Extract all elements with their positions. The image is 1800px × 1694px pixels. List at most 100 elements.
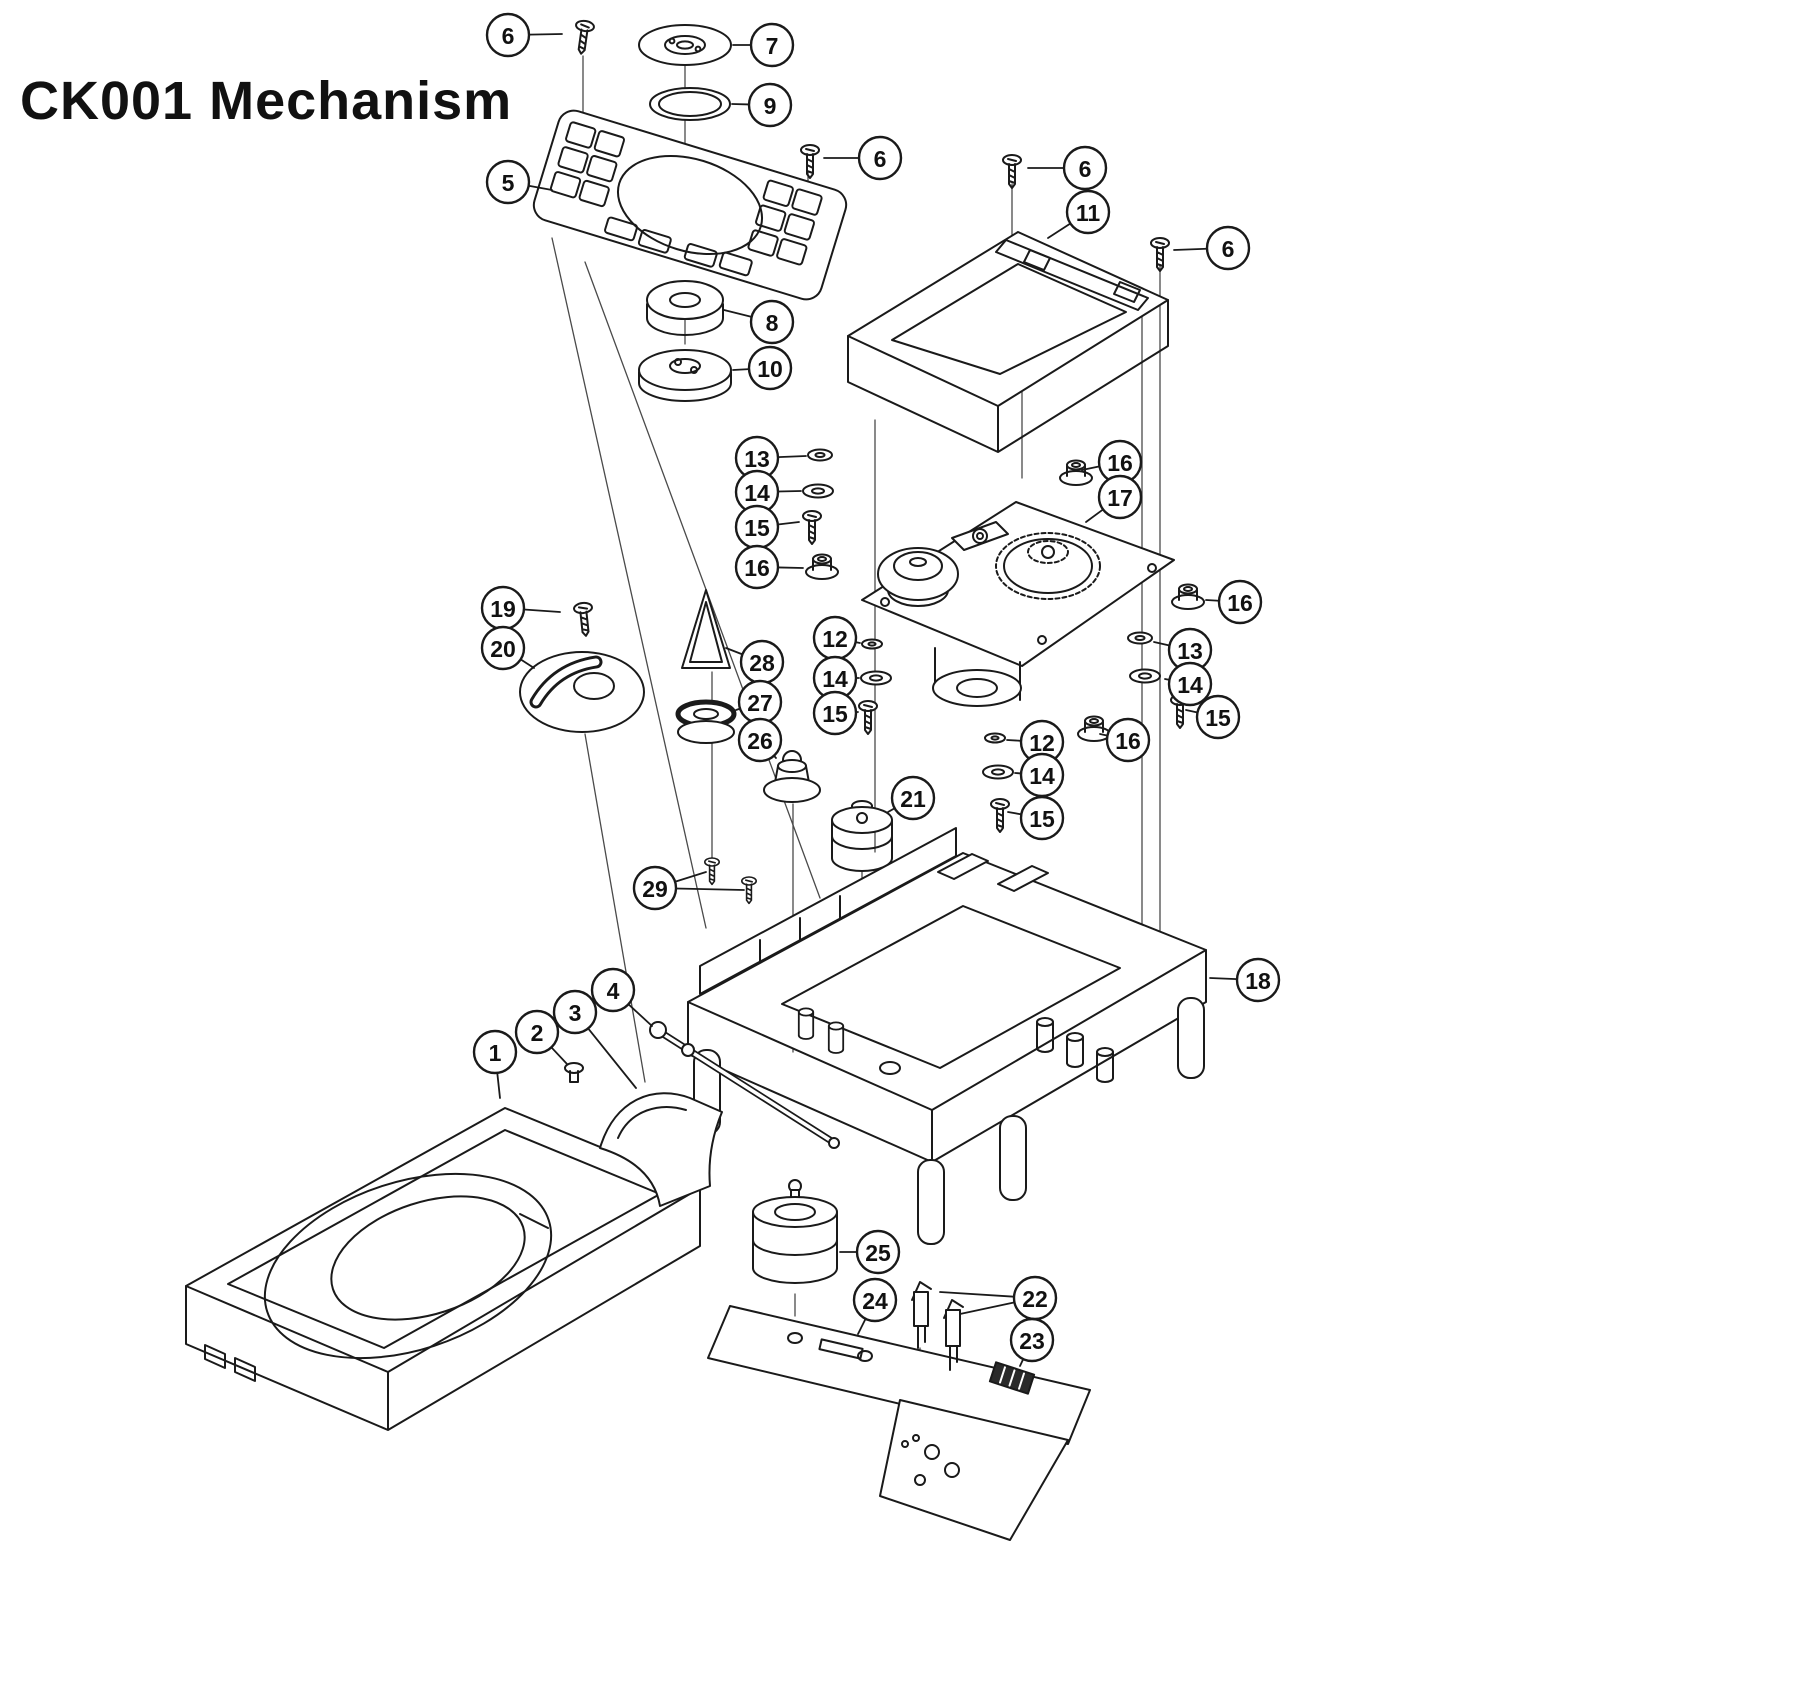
callout-18-34: 18	[1209, 957, 1281, 1003]
callout-circle	[857, 135, 903, 181]
callout-number: 14	[822, 666, 848, 692]
callout-leader-line	[519, 658, 535, 669]
callout-leader-line	[675, 887, 745, 891]
callout-number: 15	[1029, 806, 1055, 832]
callout-15-26: 15	[1185, 694, 1241, 740]
callout-14-30: 14	[1014, 752, 1065, 798]
part-washer-stack	[675, 699, 737, 744]
callout-number: 3	[569, 1000, 582, 1026]
callout-number: 6	[1222, 236, 1235, 262]
part-slide-cam-disc	[519, 651, 645, 733]
callout-11-6: 11	[1047, 189, 1111, 239]
callout-14-23: 14	[1164, 661, 1213, 707]
part-chassis	[687, 827, 1207, 1245]
callout-number: 10	[757, 356, 783, 382]
callout-circle	[472, 1029, 518, 1075]
part-guide-rod	[649, 1021, 840, 1149]
callout-leader-line	[1007, 811, 1023, 816]
part-top-plate	[532, 109, 848, 301]
callout-leader-line	[674, 871, 707, 883]
part-switches	[911, 1281, 964, 1371]
callout-number: 1	[489, 1040, 502, 1066]
callout-number: 13	[1177, 638, 1203, 664]
callout-leader-line	[732, 368, 750, 371]
callout-number: 23	[1019, 1328, 1045, 1354]
callout-circle	[590, 967, 636, 1013]
callout-20-20: 20	[480, 625, 535, 671]
callout-number: 14	[744, 480, 770, 506]
callout-number: 15	[822, 701, 848, 727]
callout-number: 27	[747, 690, 773, 716]
part-circuit-board	[707, 1305, 1091, 1541]
callout-16-15: 16	[734, 544, 804, 590]
callout-14-12: 14	[734, 469, 802, 515]
callout-leader-line	[1019, 1358, 1025, 1367]
callout-circle	[737, 717, 783, 763]
callout-circle	[1167, 661, 1213, 707]
callout-circle	[1105, 717, 1151, 763]
callout-25-39: 25	[839, 1229, 901, 1275]
callout-leader-line	[550, 1046, 568, 1065]
callout-12-29: 12	[1006, 719, 1065, 765]
callout-number: 6	[1079, 156, 1092, 182]
callout-15-32: 15	[1007, 795, 1065, 841]
callout-number: 16	[1227, 590, 1253, 616]
callout-leader-line	[723, 309, 753, 318]
callout-leader-line	[1099, 733, 1109, 737]
callout-number: 13	[744, 446, 770, 472]
callout-16-16: 16	[1205, 579, 1263, 625]
callout-leader-line	[1173, 247, 1208, 251]
callout-leader-line	[1085, 508, 1104, 523]
callout-leader-line	[1081, 465, 1101, 471]
callout-circle	[1217, 579, 1263, 625]
callout-circle	[747, 345, 793, 391]
callout-leader-line	[496, 1071, 501, 1099]
callout-number: 26	[747, 728, 773, 754]
part-clamper-cap	[638, 24, 732, 66]
callout-circle	[1009, 1317, 1055, 1363]
callout-circle	[749, 22, 795, 68]
callout-6-0: 6	[485, 12, 563, 58]
callout-19-17: 19	[480, 585, 561, 631]
callout-leader-line	[1047, 222, 1072, 239]
callout-number: 12	[822, 626, 848, 652]
callout-9-2: 9	[731, 82, 793, 128]
callout-circle	[1065, 189, 1111, 235]
callout-29-33: 29	[632, 865, 745, 911]
callout-4-35: 4	[590, 967, 653, 1027]
callout-leader-line	[523, 608, 561, 613]
part-magnet	[646, 280, 724, 336]
callout-number: 6	[502, 23, 515, 49]
callout-number: 22	[1022, 1286, 1048, 1312]
callout-leader-line	[939, 1291, 1015, 1298]
callout-13-10: 13	[734, 435, 807, 481]
callout-number: 19	[490, 596, 516, 622]
callout-leader-line	[777, 566, 804, 569]
callout-leader-line	[1185, 709, 1199, 714]
callout-circle	[485, 12, 531, 58]
callout-circle	[480, 625, 526, 671]
callout-1-38: 1	[472, 1029, 518, 1099]
callout-number: 6	[874, 146, 887, 172]
callout-circle	[734, 544, 780, 590]
callout-number: 5	[502, 170, 515, 196]
callout-number: 15	[1205, 705, 1231, 731]
callout-number: 2	[531, 1020, 544, 1046]
callout-leader-line	[1205, 599, 1220, 602]
callout-26-27: 26	[737, 717, 783, 763]
callout-number: 20	[490, 636, 516, 662]
callout-circle	[749, 299, 795, 345]
callout-circle	[1195, 694, 1241, 740]
callout-circle	[747, 82, 793, 128]
callout-circle	[1235, 957, 1281, 1003]
callout-leader-line	[1006, 739, 1022, 742]
callout-leader-line	[528, 33, 563, 36]
part-connector	[988, 1361, 1036, 1395]
callout-number: 28	[749, 650, 775, 676]
callout-circle	[890, 775, 936, 821]
callout-circle	[632, 865, 678, 911]
callout-number: 16	[1115, 728, 1141, 754]
callout-leader-line	[1153, 641, 1171, 647]
